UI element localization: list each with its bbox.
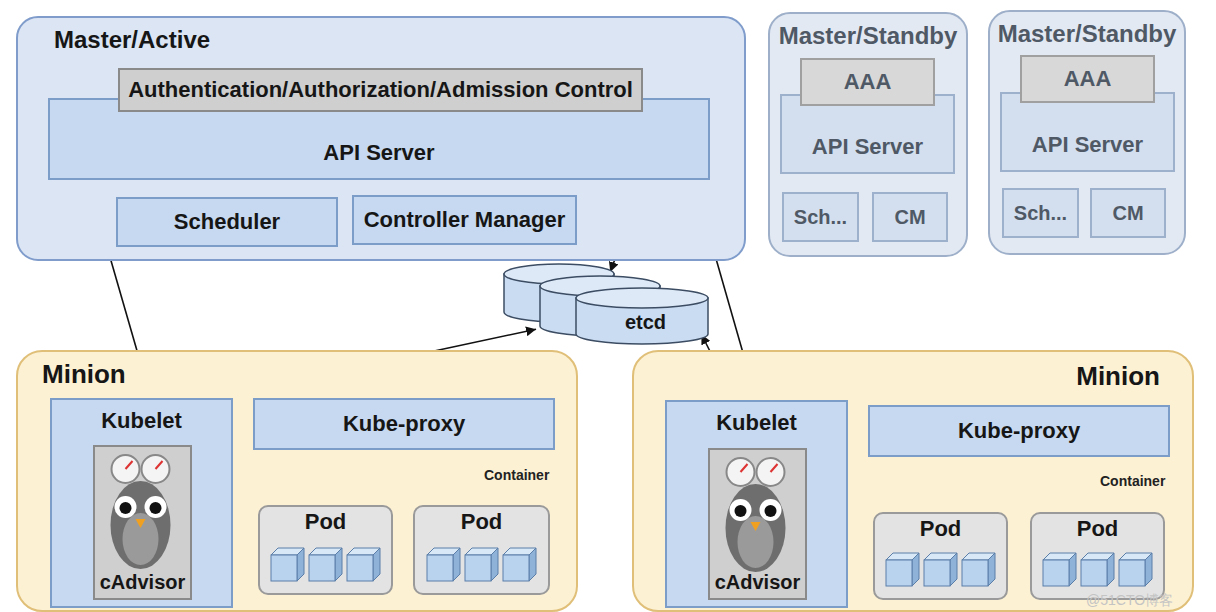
- node-label: Sch...: [1014, 202, 1067, 225]
- node-label: Master/Standby: [779, 22, 958, 50]
- node-label: Authentication/Authorization/Admission C…: [128, 77, 633, 102]
- auth-bar: AAA: [1020, 55, 1155, 103]
- node-label: Sch...: [794, 206, 847, 229]
- node-label: Minion: [1076, 362, 1160, 392]
- node-label: API Server: [323, 140, 434, 165]
- container-label: Container: [484, 467, 549, 483]
- cadvisor-box: cAdvisor: [708, 448, 808, 600]
- node-label: cAdvisor: [100, 571, 186, 594]
- pod-box: Pod: [413, 505, 550, 595]
- kube-proxy-box: Kube-proxy: [868, 405, 1170, 457]
- node-label: Controller Manager: [364, 207, 566, 232]
- kube-proxy-box: Kube-proxy: [253, 398, 555, 450]
- node-label: Pod: [920, 516, 962, 541]
- node-label: Pod: [305, 509, 347, 534]
- scheduler-box: Sch...: [1002, 188, 1079, 238]
- node-label: API Server: [812, 134, 923, 159]
- standby-region: Master/StandbyAAA API ServerSch... CM: [768, 12, 968, 257]
- node-label: CM: [894, 206, 925, 229]
- scheduler-box: Scheduler: [116, 197, 338, 247]
- kubelet-box: Kubelet cAdvisor: [50, 398, 233, 608]
- node-label: AAA: [844, 69, 892, 94]
- node-label: Pod: [461, 509, 503, 534]
- node-label: Kube-proxy: [343, 411, 465, 436]
- auth-bar: AAA: [800, 58, 935, 106]
- node-label: CM: [1112, 202, 1143, 225]
- api-server-box: API Server: [1000, 92, 1175, 172]
- node-label: API Server: [1032, 132, 1143, 157]
- node-label: AAA: [1064, 66, 1112, 91]
- cadvisor-box: cAdvisor: [93, 445, 193, 600]
- master-region: Master/ActiveAuthentication/Authorizatio…: [16, 16, 746, 261]
- controller-box: CM: [1090, 188, 1166, 238]
- node-label: Scheduler: [174, 209, 280, 234]
- etcd-cylinders: [500, 262, 712, 346]
- etcd-store: etcd: [500, 262, 712, 346]
- node-label: Kubelet: [716, 410, 797, 435]
- pod-box: Pod: [1030, 512, 1165, 600]
- node-label: Master/Standby: [998, 20, 1177, 48]
- node-label: Minion: [42, 360, 126, 390]
- node-label: Kubelet: [101, 408, 182, 433]
- auth-bar: Authentication/Authorization/Admission C…: [118, 68, 643, 112]
- node-label: Kube-proxy: [958, 418, 1080, 443]
- pod-box: Pod: [258, 505, 393, 595]
- node-label: cAdvisor: [715, 571, 801, 594]
- scheduler-box: Sch...: [782, 192, 859, 242]
- standby-region: Master/StandbyAAA API ServerSch... CM: [988, 10, 1186, 255]
- watermark: @51CTO博客: [1086, 592, 1173, 610]
- node-label: Pod: [1077, 516, 1119, 541]
- pod-box: Pod: [873, 512, 1008, 600]
- api-server-box: API Server: [780, 94, 955, 174]
- controller-box: Controller Manager: [352, 195, 577, 245]
- kubelet-box: Kubelet cAdvisor: [665, 400, 848, 608]
- container-label: Container: [1100, 473, 1165, 489]
- node-label: Master/Active: [54, 26, 210, 54]
- controller-box: CM: [872, 192, 948, 242]
- node-label: etcd: [625, 311, 666, 334]
